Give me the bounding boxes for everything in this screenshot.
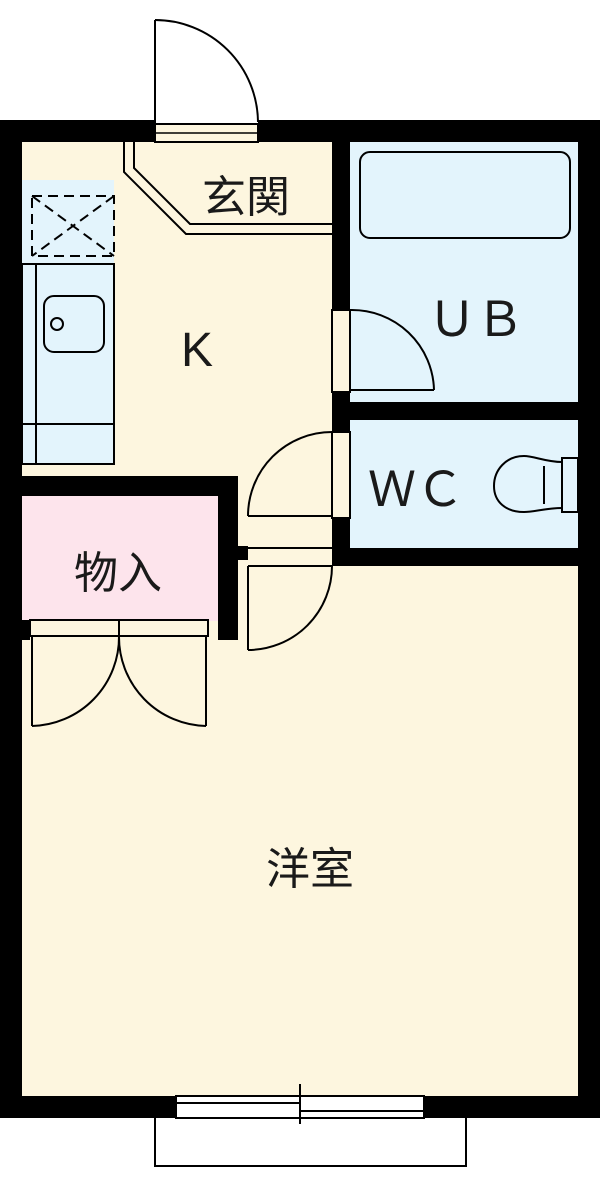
sink-icon (43, 295, 105, 353)
toilet-label: ＷＣ (368, 464, 464, 517)
kitchen-label: K (181, 324, 213, 377)
bathtub-icon (359, 151, 571, 239)
bath-label: ＵＢ (428, 294, 524, 347)
window-icon (175, 1084, 425, 1124)
toilet-icon (492, 454, 579, 514)
western-room-door-icon[interactable] (247, 547, 333, 651)
entrance-step (123, 142, 332, 235)
storage-label: 物入 (74, 548, 162, 599)
entrance-label: 玄関 (202, 172, 290, 223)
stove-icon (31, 195, 115, 257)
kitchen-counter-outline (21, 263, 115, 465)
kitchen-counter (22, 180, 114, 465)
interior-walls (20, 140, 580, 640)
toilet-floor (350, 420, 580, 548)
outer-walls (0, 120, 600, 1118)
balcony (154, 1118, 467, 1167)
storage-doors-icon[interactable] (29, 619, 209, 727)
storage-floor (20, 496, 218, 621)
entrance-door-icon[interactable] (154, 19, 259, 143)
bath-floor (350, 140, 580, 402)
toilet-door-icon[interactable] (247, 431, 351, 519)
bath-door-icon[interactable] (331, 308, 435, 393)
western-room-label: 洋室 (266, 844, 354, 895)
